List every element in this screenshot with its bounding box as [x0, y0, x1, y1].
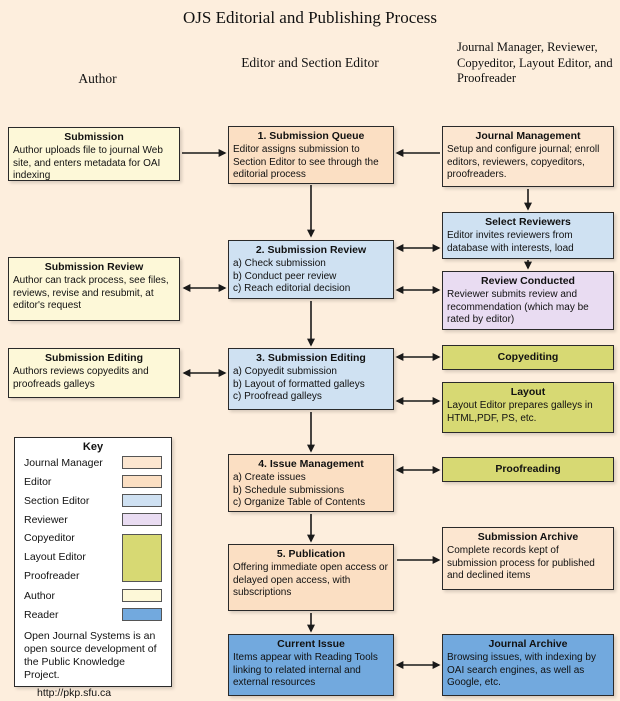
box-title: Submission Archive: [477, 531, 579, 543]
box-publication: 5. Publication Offering immediate open a…: [228, 544, 394, 611]
legend-label: Journal Manager: [24, 456, 103, 469]
box-body: Authors reviews copyedits and proofreads…: [13, 366, 149, 390]
legend-row-reviewer: Reviewer: [15, 510, 171, 529]
box-title: Journal Management: [475, 130, 581, 142]
box-title: Layout: [510, 386, 546, 398]
key-note: Open Journal Systems is an open source d…: [24, 630, 157, 682]
box-title: 5. Publication: [276, 548, 346, 560]
box-title: Select Reviewers: [485, 216, 571, 228]
box-proofreading: Proofreading: [442, 457, 614, 482]
box-issue-management: 4. Issue Management a) Create issues b) …: [228, 454, 394, 512]
box-title: 1. Submission Queue: [257, 130, 365, 142]
legend-label: Reviewer: [24, 513, 68, 526]
legend-label: Editor: [24, 475, 52, 488]
box-submission-queue: 1. Submission Queue Editor assigns submi…: [228, 126, 394, 184]
box-body: a) Copyedit submission b) Layout of form…: [233, 366, 365, 403]
box-title: Submission Review: [44, 261, 144, 273]
box-submission-editing: 3. Submission Editing a) Copyedit submis…: [228, 348, 394, 410]
legend-group-copyeditor-layout-proofreader: Copyeditor Layout Editor Proofreader: [15, 529, 171, 586]
box-layout: Layout Layout Editor prepares galleys in…: [442, 382, 614, 433]
box-body: Layout Editor prepares galleys in HTML,P…: [447, 400, 593, 424]
box-submission: Submission Author uploads file to journa…: [8, 127, 180, 181]
box-body: Browsing issues, with indexing by OAI se…: [447, 652, 596, 689]
column-header-editor: Editor and Section Editor: [241, 55, 379, 70]
legend-label: Proofreader: [24, 570, 80, 582]
box-body: Author can track process, see files, rev…: [13, 275, 169, 312]
box-current-issue: Current Issue Items appear with Reading …: [228, 634, 394, 696]
legend-swatch-author: [122, 589, 162, 602]
legend-swatch-editor: [122, 475, 162, 488]
box-body: Complete records kept of submission proc…: [447, 545, 595, 582]
legend-label: Reader: [24, 608, 59, 621]
box-submission-review: 2. Submission Review a) Check submission…: [228, 240, 394, 299]
legend-swatch-section-editor: [122, 494, 162, 507]
legend-swatch-journal-manager: [122, 456, 162, 469]
legend-row-editor: Editor: [15, 472, 171, 491]
box-body: a) Check submission b) Conduct peer revi…: [233, 258, 351, 295]
legend-swatch-copyeditor-group: [122, 533, 162, 582]
legend-row-reader: Reader: [15, 605, 171, 624]
box-journal-management: Journal Management Setup and configure j…: [442, 126, 614, 187]
key-legend: Key Journal Manager Editor Section Edito…: [14, 437, 172, 699]
column-header-author: Author: [78, 71, 117, 86]
box-title: Submission: [64, 131, 124, 143]
legend-label: Section Editor: [24, 494, 90, 507]
box-submission-review-author: Submission Review Author can track proce…: [8, 257, 180, 321]
page-title: OJS Editorial and Publishing Process: [182, 8, 438, 27]
box-body: Offering immediate open access or delaye…: [233, 562, 388, 599]
box-journal-archive: Journal Archive Browsing issues, with in…: [442, 634, 614, 696]
legend-label: Author: [24, 589, 55, 602]
legend-row-section-editor: Section Editor: [15, 491, 171, 510]
box-body: Reviewer submits review and recommendati…: [447, 289, 589, 326]
box-review-conducted: Review Conducted Reviewer submits review…: [442, 271, 614, 330]
box-title: 2. Submission Review: [255, 244, 367, 256]
box-title: Submission Editing: [44, 352, 143, 364]
box-title: 4. Issue Management: [258, 458, 364, 470]
legend-swatch-reader: [122, 608, 162, 621]
box-body: Editor assigns submission to Section Edi…: [233, 144, 379, 181]
box-title: 3. Submission Editing: [256, 352, 366, 364]
box-body: a) Create issues b) Schedule submissions…: [233, 472, 366, 509]
key-title: Key: [82, 441, 104, 453]
legend-swatch-reviewer: [122, 513, 162, 526]
legend-label: Copyeditor: [24, 532, 75, 544]
box-body: Editor invites reviewers from database w…: [447, 230, 574, 254]
key-url: http://pkp.sfu.ca: [37, 686, 112, 699]
legend-row-journal-manager: Journal Manager: [15, 453, 171, 472]
legend-label: Layout Editor: [24, 551, 86, 563]
box-submission-editing-author: Submission Editing Authors reviews copye…: [8, 348, 180, 398]
box-copyediting: Copyediting: [442, 345, 614, 370]
box-body: Author uploads file to journal Web site,…: [13, 145, 163, 182]
box-title: Current Issue: [277, 638, 345, 650]
box-title: Journal Archive: [488, 638, 568, 650]
box-title: Proofreading: [495, 462, 561, 475]
box-body: Setup and configure journal; enroll edit…: [447, 144, 600, 181]
box-body: Items appear with Reading Tools linking …: [233, 652, 378, 689]
box-title: Copyediting: [497, 350, 559, 363]
legend-row-author: Author: [15, 586, 171, 605]
box-title: Review Conducted: [481, 275, 575, 287]
column-header-manager-group: Journal Manager, Reviewer, Copyeditor, L…: [457, 40, 613, 86]
box-select-reviewers: Select Reviewers Editor invites reviewer…: [442, 212, 614, 259]
box-submission-archive: Submission Archive Complete records kept…: [442, 527, 614, 590]
